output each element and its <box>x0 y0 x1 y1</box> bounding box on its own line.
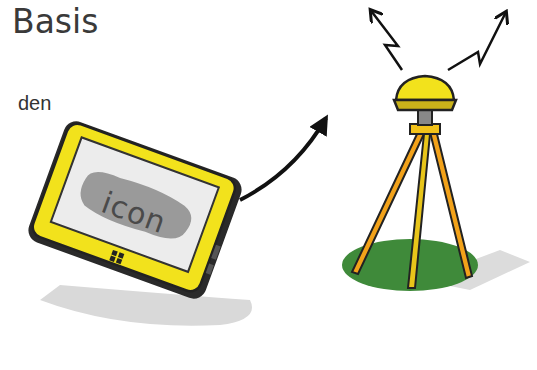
button-square <box>111 250 117 256</box>
button-square <box>109 256 115 262</box>
signal-arrow <box>448 14 505 70</box>
side-button <box>211 245 220 260</box>
screen-text: icon <box>23 116 246 303</box>
button-square <box>118 252 124 258</box>
text-fragment: den <box>18 92 51 115</box>
tablet-shadow <box>40 285 252 326</box>
slide-title: Basis <box>12 2 98 41</box>
tripod-leg <box>430 130 472 278</box>
tablet-device: icon <box>23 116 246 303</box>
receiver-base <box>394 100 456 110</box>
connection-arrow <box>240 118 326 200</box>
tripod <box>352 108 472 288</box>
signal-arrow <box>372 12 402 70</box>
home-button <box>109 250 124 264</box>
gnss-receiver <box>396 76 454 100</box>
side-button <box>206 264 214 275</box>
button-square <box>116 258 122 264</box>
tripod-leg <box>408 134 430 288</box>
